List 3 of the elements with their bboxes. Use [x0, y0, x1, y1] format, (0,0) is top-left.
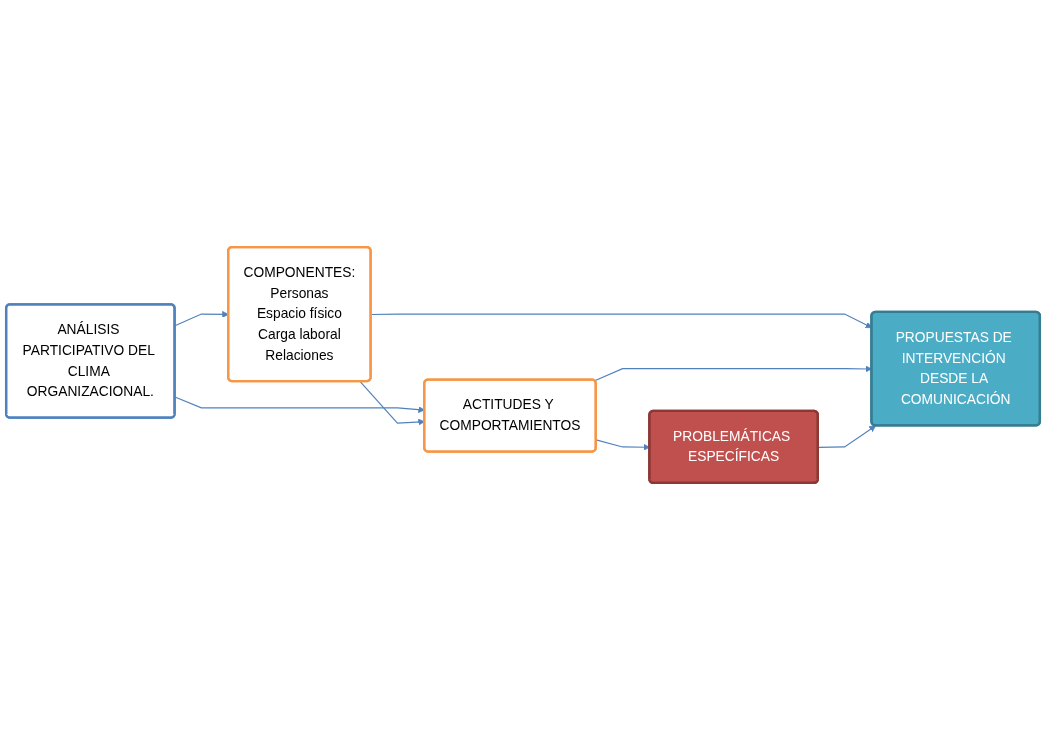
arrow — [174, 311, 229, 327]
arrow — [174, 396, 425, 413]
arrow — [817, 425, 876, 448]
